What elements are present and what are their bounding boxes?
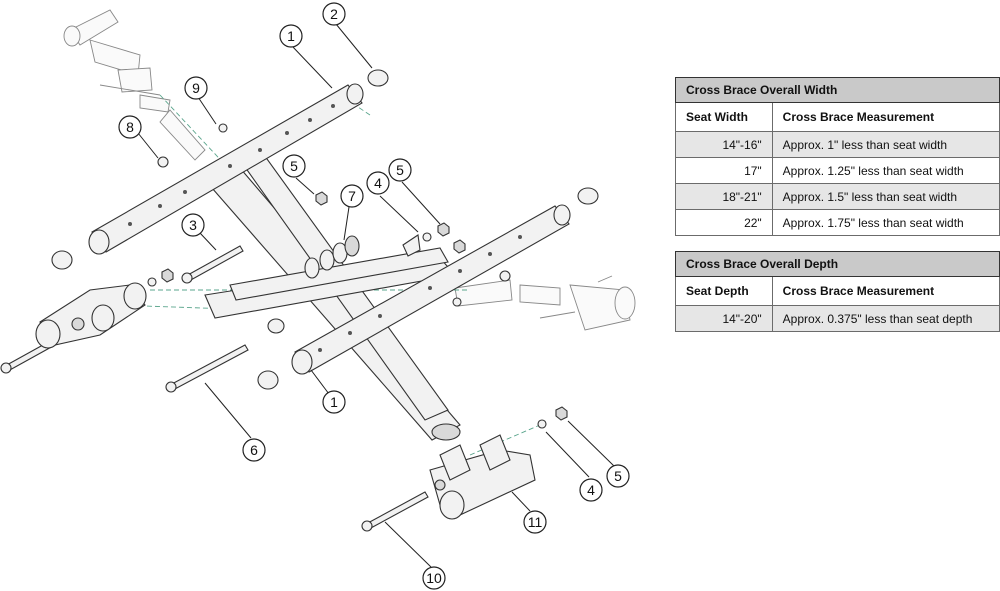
depth-table-col-measurement: Cross Brace Measurement xyxy=(771,276,1000,306)
svg-text:5: 5 xyxy=(290,158,298,174)
seat-width-cell: 18"-21" xyxy=(675,183,773,210)
svg-text:4: 4 xyxy=(374,175,382,191)
table-row: 18"-21" Approx. 1.5" less than seat widt… xyxy=(675,183,1000,210)
callout-3: 3 xyxy=(181,213,205,237)
callout-9: 9 xyxy=(184,76,208,100)
depth-table-title: Cross Brace Overall Depth xyxy=(675,251,1000,277)
table-row: 14"-20" Approx. 0.375" less than seat de… xyxy=(675,305,1000,332)
svg-text:7: 7 xyxy=(348,188,356,204)
seat-rail-lower xyxy=(291,204,571,375)
cross-brace-depth-table: Cross Brace Overall Depth Seat Depth Cro… xyxy=(675,251,1000,332)
table-row: 17" Approx. 1.25" less than seat width xyxy=(675,157,1000,184)
left-clamp-block xyxy=(35,282,147,349)
callout-1-upper: 1 xyxy=(279,24,303,48)
svg-text:5: 5 xyxy=(614,468,622,484)
width-table-title: Cross Brace Overall Width xyxy=(675,77,1000,103)
callout-10: 10 xyxy=(422,566,446,590)
measurement-cell: Approx. 1.5" less than seat width xyxy=(771,183,1000,210)
seat-rail-upper xyxy=(88,83,364,255)
upper-clamp-assembly xyxy=(63,9,231,171)
svg-text:1: 1 xyxy=(330,394,338,410)
callout-6: 6 xyxy=(242,438,266,462)
measurement-cell: Approx. 1.75" less than seat width xyxy=(771,209,1000,236)
seat-width-cell: 17" xyxy=(675,157,773,184)
svg-text:1: 1 xyxy=(287,28,295,44)
exploded-parts-diagram: 1 2 9 8 5 7 4 5 3 1 6 4 5 11 10 xyxy=(0,2,636,590)
width-table-col-measurement: Cross Brace Measurement xyxy=(771,102,1000,132)
callout-7: 7 xyxy=(340,184,364,208)
callout-5-upper: 5 xyxy=(282,154,306,178)
callout-4-upper: 4 xyxy=(366,171,390,195)
depth-table-col-seat-depth: Seat Depth xyxy=(675,276,773,306)
measurement-cell: Approx. 1.25" less than seat width xyxy=(771,157,1000,184)
callout-5-lower: 5 xyxy=(606,464,630,488)
callout-11: 11 xyxy=(523,510,547,534)
svg-text:5: 5 xyxy=(396,162,404,178)
svg-text:11: 11 xyxy=(528,514,543,530)
measurement-cell: Approx. 0.375" less than seat depth xyxy=(771,305,1000,332)
cross-brace-width-table: Cross Brace Overall Width Seat Width Cro… xyxy=(675,77,1000,236)
svg-text:8: 8 xyxy=(126,119,134,135)
svg-text:4: 4 xyxy=(587,482,595,498)
table-row: 22" Approx. 1.75" less than seat width xyxy=(675,209,1000,236)
callout-4-lower: 4 xyxy=(579,478,603,502)
svg-text:2: 2 xyxy=(330,6,338,22)
callout-1-lower: 1 xyxy=(322,390,346,414)
svg-text:10: 10 xyxy=(426,570,442,586)
width-table-col-seat-width: Seat Width xyxy=(675,102,773,132)
callout-8: 8 xyxy=(118,115,142,139)
spacer-bushing-set xyxy=(267,234,421,334)
measurement-cell: Approx. 1" less than seat width xyxy=(771,131,1000,158)
svg-text:3: 3 xyxy=(189,217,197,233)
seat-width-cell: 22" xyxy=(675,209,773,236)
hardware-nuts-washers xyxy=(147,123,568,429)
svg-text:9: 9 xyxy=(192,80,200,96)
right-clamp-assembly xyxy=(454,275,636,331)
end-caps xyxy=(51,69,599,390)
seat-depth-cell: 14"-20" xyxy=(675,305,773,332)
table-row: 14"-16" Approx. 1" less than seat width xyxy=(675,131,1000,158)
callout-5-middle: 5 xyxy=(388,158,412,182)
callout-2: 2 xyxy=(322,2,346,26)
bottom-clamp-part-11 xyxy=(429,434,536,520)
svg-text:6: 6 xyxy=(250,442,258,458)
seat-width-cell: 14"-16" xyxy=(675,131,773,158)
